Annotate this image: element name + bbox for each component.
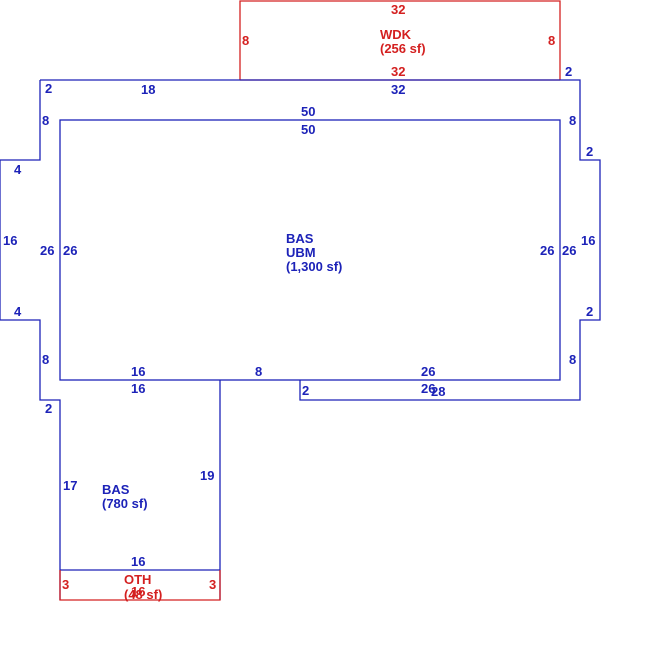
oth-label: OTH [124,572,151,587]
dim-left-2: 2 [45,401,52,416]
dim-oth-left-3: 3 [62,577,69,592]
dim-left-4-bottom: 4 [14,304,22,319]
main-area: (1,300 sf) [286,259,342,274]
dim-bas2-bottom-16: 16 [131,554,145,569]
dim-left-8-top: 8 [42,113,49,128]
dim-top-50: 50 [301,104,315,119]
main-label-bas: BAS [286,231,314,246]
dim-bas2-left-17: 17 [63,478,77,493]
wdk-area: (256 sf) [380,41,426,56]
dim-oth-right-3: 3 [209,577,216,592]
bas2-area: (780 sf) [102,496,148,511]
bas2-label: BAS [102,482,130,497]
dim-right-16: 16 [581,233,595,248]
dim-top-32: 32 [391,82,405,97]
dim-wdk-left: 8 [242,33,249,48]
dim-bottom-8: 8 [255,364,262,379]
outer-outline [0,79,601,600]
ubm-outline [59,119,561,381]
dim-wdk-right: 8 [548,33,555,48]
dim-top-18: 18 [141,82,155,97]
dim-top-left-2: 2 [45,81,52,96]
dim-bottom-16-a: 16 [131,364,145,379]
dim-left-26-inner: 26 [63,243,77,258]
dim-wdk-top: 32 [391,2,405,17]
dim-bas2-right-19: 19 [200,468,214,483]
wdk-label: WDK [380,27,412,42]
dim-bottom-2: 2 [302,383,309,398]
dim-right-8-top: 8 [569,113,576,128]
dim-right-8-bottom: 8 [569,352,576,367]
dim-right-2-top: 2 [586,144,593,159]
dim-top-right-2: 2 [565,64,572,79]
dim-right-2-bottom: 2 [586,304,593,319]
dim-bottom-16-b: 16 [131,381,145,396]
dim-inner-top-50: 50 [301,122,315,137]
dim-left-4-top: 4 [14,162,22,177]
dim-bottom-26-a: 26 [421,364,435,379]
dim-left-26-outer: 26 [40,243,54,258]
main-label-ubm: UBM [286,245,316,260]
dim-oth-16: 16 [131,584,145,599]
oth-area: (48 sf) [124,587,162,602]
dim-bottom-26-b: 26 [421,381,435,396]
dim-left-16: 16 [3,233,17,248]
dim-bottom-28: 28 [431,384,445,399]
dim-left-8-bottom: 8 [42,352,49,367]
dim-right-26-outer: 26 [562,243,576,258]
dim-wdk-bottom: 32 [391,64,405,79]
wdk-outline [239,0,561,80]
dim-right-26-inner: 26 [540,243,554,258]
oth-outline [59,570,221,601]
